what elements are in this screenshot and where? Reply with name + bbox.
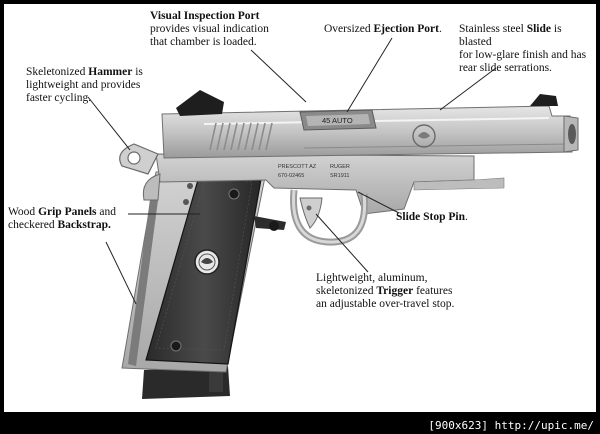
slide-medallion: [412, 124, 436, 148]
pistol-illustration: 45 AUTO PRESCOTT AZ RUGER 670-02465 SR19…: [87, 37, 579, 399]
frame-engraving: PRESCOTT AZ RUGER 670-02465 SR1911: [278, 164, 350, 179]
leader-backstrap: [105, 241, 137, 305]
callout-grip-panels: Wood Grip Panels and checkered Backstrap…: [8, 206, 117, 231]
trigger-guard: [290, 189, 369, 246]
leader-hammer: [87, 96, 131, 151]
slide-serrations: [209, 122, 273, 151]
slide-stop: [254, 216, 286, 231]
pistol-frame: [155, 153, 505, 215]
rear-sight: [176, 90, 224, 116]
grip-safety: [142, 173, 161, 201]
leader-trigger: [315, 213, 369, 273]
skeletonized-hammer: [119, 143, 159, 175]
image-source-footer: [900x623] http://upic.me/: [428, 419, 594, 432]
leader-slide: [439, 67, 497, 111]
magazine-base: [142, 366, 230, 399]
leader-slide-stop: [357, 191, 400, 214]
model-engraving: 670-02465: [278, 173, 304, 179]
slide-engraving: 45 AUTO: [322, 116, 353, 125]
leader-ejection: [346, 37, 393, 113]
brand-engraving: RUGER: [330, 164, 350, 170]
diagram-panel: 45 AUTO PRESCOTT AZ RUGER 670-02465 SR19…: [4, 4, 596, 412]
callout-inspection-port: Visual Inspection Port provides visual i…: [150, 10, 269, 48]
grip-medallion: [194, 249, 220, 275]
front-sight: [530, 94, 558, 106]
city-engraving: PRESCOTT AZ: [278, 164, 317, 170]
caliber-engraving: 45 AUTO: [322, 116, 353, 125]
callout-slide-stop-pin: Slide Stop Pin.: [396, 211, 468, 223]
callout-slide: Stainless steel Slide is blasted for low…: [459, 23, 587, 74]
callout-trigger: Lightweight, aluminum, skeletonized Trig…: [316, 272, 455, 310]
barrel-muzzle: [563, 115, 579, 153]
skeletonized-trigger: [299, 197, 323, 229]
callout-ejection-port: Oversized Ejection Port.: [324, 23, 442, 35]
leader-inspection: [250, 49, 307, 103]
frame-pins: [183, 183, 193, 205]
serial-engraving: SR1911: [330, 173, 349, 179]
callout-hammer: Skeletonized Hammer is lightweight and p…: [26, 66, 143, 104]
leader-lines: [87, 37, 497, 305]
